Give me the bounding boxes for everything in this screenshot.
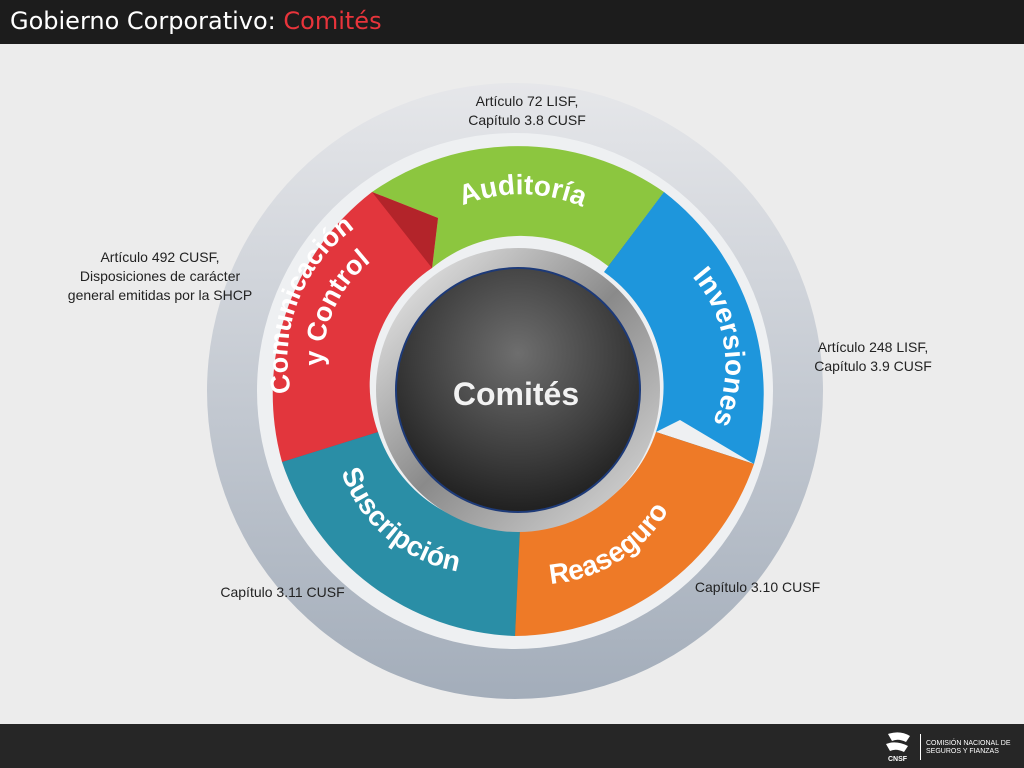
center-hub — [395, 267, 641, 513]
segment-inversiones — [604, 192, 764, 464]
note-line: Capítulo 3.8 CUSF — [468, 112, 586, 128]
note-line: Capítulo 3.9 CUSF — [814, 358, 932, 374]
segment-comunicacion — [272, 192, 438, 462]
footer-bar — [0, 724, 1024, 768]
note-reaseguro: Capítulo 3.10 CUSF — [680, 578, 835, 597]
note-line: Capítulo 3.11 CUSF — [220, 584, 345, 600]
title-highlight: Comités — [283, 7, 382, 35]
header-bar: Gobierno Corporativo: Comités — [0, 0, 1024, 44]
committees-cycle-diagram: Auditoría Inversiones Reaseguro Suscripc… — [207, 83, 823, 699]
segment-reaseguro — [462, 432, 754, 636]
note-line: Artículo 72 LISF, — [475, 93, 579, 109]
logo-text: COMISIÓN NACIONAL DE SEGUROS Y FIANZAS — [926, 740, 1022, 756]
logo-abbr: CNSF — [888, 756, 908, 763]
page-title: Gobierno Corporativo: Comités — [10, 7, 382, 35]
cnsf-logo-icon — [886, 732, 921, 760]
segment-suscripcion — [282, 398, 520, 636]
segment-comunicacion-fold — [372, 192, 438, 268]
note-suscripcion: Capítulo 3.11 CUSF — [205, 583, 360, 602]
note-line: Disposiciones de carácter — [79, 268, 241, 284]
note-auditoria: Artículo 72 LISF, Capítulo 3.8 CUSF — [432, 92, 622, 130]
note-line: Artículo 248 LISF, — [817, 339, 929, 355]
note-inversiones: Artículo 248 LISF, Capítulo 3.9 CUSF — [788, 338, 958, 376]
note-line: Capítulo 3.10 CUSF — [694, 579, 821, 595]
note-comunicacion: Artículo 492 CUSF, Disposiciones de cará… — [50, 248, 270, 305]
note-line: Artículo 492 CUSF, — [100, 249, 220, 265]
title-prefix: Gobierno Corporativo: — [10, 7, 284, 35]
logo-line: COMISIÓN NACIONAL DE — [926, 740, 1011, 747]
center-label: Comités — [453, 376, 579, 412]
note-line: general emitidas por la SHCP — [67, 287, 253, 303]
segment-auditoria — [372, 146, 664, 268]
logo-line: SEGUROS Y FIANZAS — [926, 748, 999, 755]
